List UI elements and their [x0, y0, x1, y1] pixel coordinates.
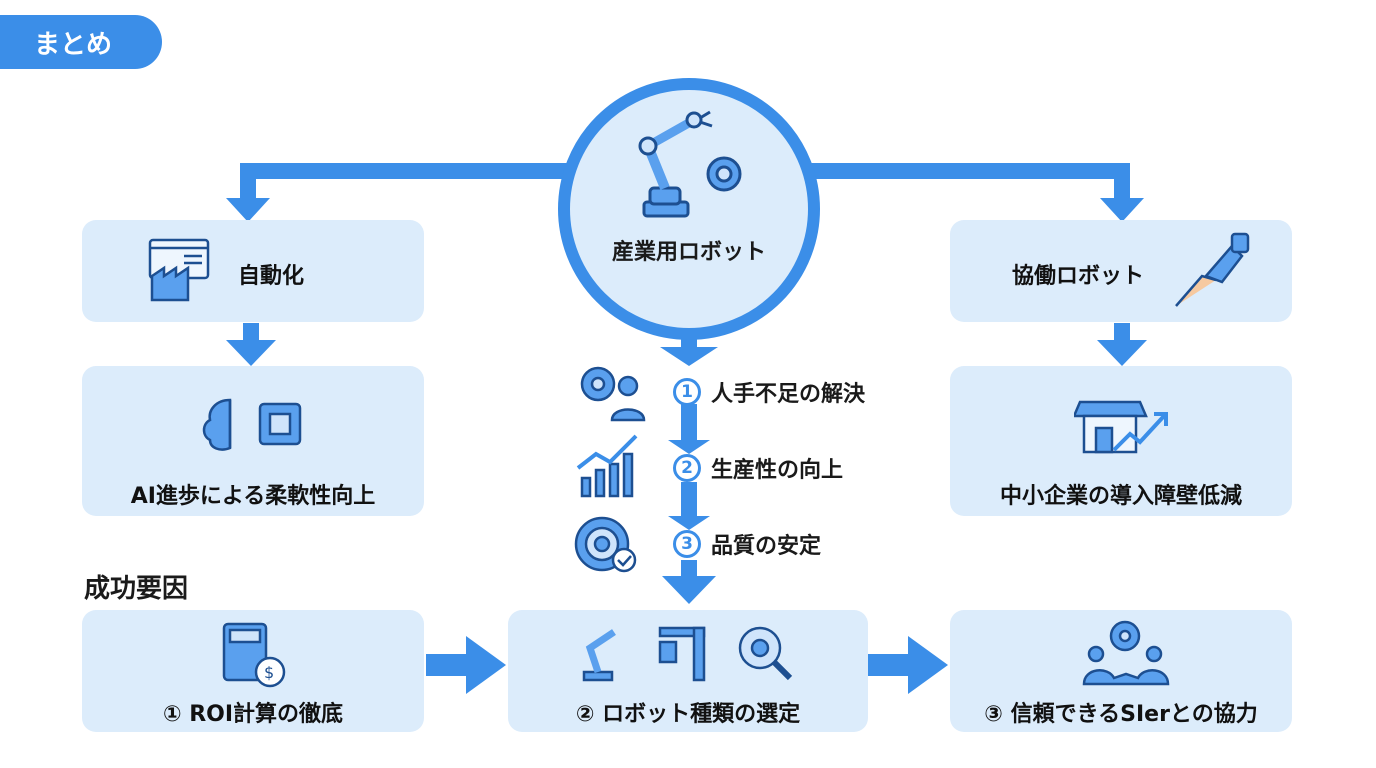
- industrial-robot-arm-icon: [638, 110, 742, 218]
- partner-gear-icon: [1082, 620, 1170, 686]
- cobot-box: 協働ロボット: [950, 220, 1292, 322]
- ai-flexibility-box: AI進歩による柔軟性向上: [82, 366, 424, 516]
- benefit-text-2: 生産性の向上: [711, 458, 844, 483]
- svg-text:$: $: [264, 663, 274, 682]
- robot-types-icon: [582, 626, 793, 682]
- automation-label: 自動化: [238, 264, 305, 289]
- benefit-item-3: 3 品質の安定: [673, 528, 821, 560]
- automation-factory-icon: [148, 238, 210, 302]
- calculator-dollar-icon: $: [222, 622, 286, 688]
- roi-box: $ ① ROI計算の徹底: [82, 610, 424, 732]
- robot-selection-box: ② ロボット種類の選定: [508, 610, 868, 732]
- target-check-icon: [574, 516, 637, 573]
- benefit-text-3: 品質の安定: [711, 534, 822, 559]
- benefit-item-2: 2 生産性の向上: [673, 452, 843, 484]
- store-growth-icon: [1074, 400, 1168, 454]
- benefit-number-1: 1: [673, 378, 701, 406]
- gear-person-icon: [580, 366, 646, 422]
- sme-barrier-box: 中小企業の導入障壁低減: [950, 366, 1292, 516]
- handshake-robot-icon: [1175, 232, 1250, 307]
- roi-label: ① ROI計算の徹底: [162, 702, 344, 727]
- benefit-number-3: 3: [673, 530, 701, 558]
- sme-barrier-label: 中小企業の導入障壁低減: [999, 484, 1242, 509]
- benefit-number-2: 2: [673, 454, 701, 482]
- ai-flexibility-label: AI進歩による柔軟性向上: [130, 484, 376, 509]
- success-factors-title: 成功要因: [84, 574, 189, 604]
- benefit-icons: [574, 366, 646, 573]
- industrial-robot-hub: 産業用ロボット: [558, 78, 820, 340]
- cobot-label: 協働ロボット: [1012, 264, 1145, 289]
- summary-tag: まとめ: [0, 15, 162, 69]
- brain-chip-icon: [202, 398, 302, 451]
- center-label: 産業用ロボット: [611, 240, 766, 265]
- sier-partner-label: ③ 信頼できるSIerとの協力: [984, 702, 1258, 727]
- sier-partner-box: ③ 信頼できるSIerとの協力: [950, 610, 1292, 732]
- robot-selection-label: ② ロボット種類の選定: [575, 702, 801, 727]
- growth-chart-icon: [576, 434, 638, 498]
- automation-box: 自動化: [82, 220, 424, 322]
- benefit-text-1: 人手不足の解決: [711, 382, 866, 407]
- benefit-item-1: 1 人手不足の解決: [673, 376, 865, 408]
